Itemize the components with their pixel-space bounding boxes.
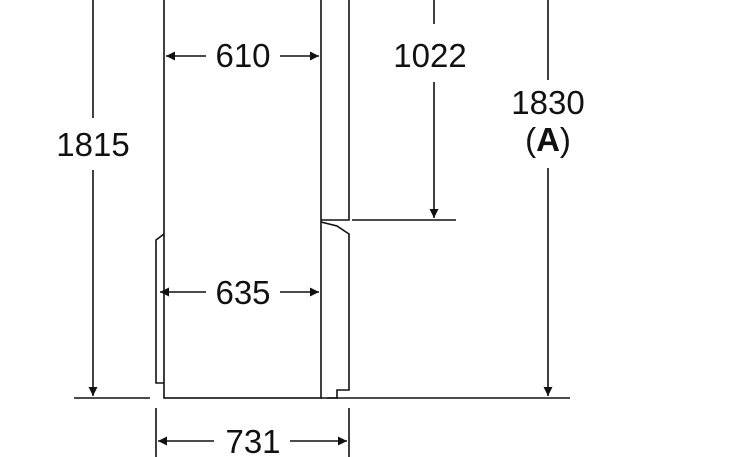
dimension-label-1830: 1830 — [511, 84, 584, 121]
dimension-label-610: 610 — [215, 37, 270, 74]
marker-open-paren: ( — [525, 121, 536, 158]
floor-lines — [74, 219, 570, 399]
dimension-overall-width: 731 — [155, 408, 350, 457]
appliance-outline — [155, 0, 350, 399]
left-side-panel — [155, 233, 165, 384]
main-cabinet — [163, 0, 322, 399]
dimension-label-1022: 1022 — [393, 37, 466, 74]
dimension-label-731: 731 — [225, 423, 280, 457]
door-side-profile — [321, 0, 350, 221]
dimension-section-height: 1022 — [393, 0, 467, 218]
dimension-label-635: 635 — [215, 274, 270, 311]
marker-close-paren: ) — [560, 121, 571, 158]
dimension-label-marker-a: (A) — [525, 121, 571, 158]
dimension-label-1815: 1815 — [56, 126, 129, 163]
dimension-lower-width: 635 — [160, 274, 319, 311]
dimension-upper-width: 610 — [166, 37, 319, 74]
dimension-overall-height: 1830 (A) — [511, 0, 585, 396]
lower-door-profile — [320, 221, 350, 399]
marker-letter: A — [536, 121, 560, 158]
dimension-total-height: 1815 — [56, 0, 130, 396]
